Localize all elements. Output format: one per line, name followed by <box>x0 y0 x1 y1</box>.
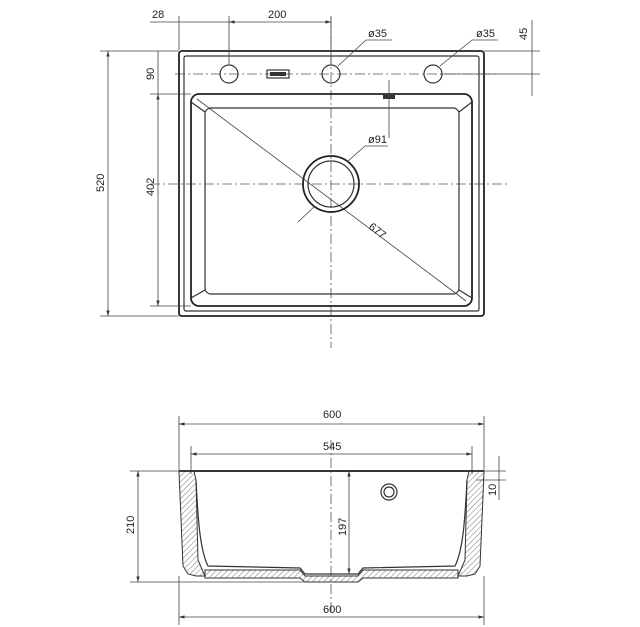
overflow-slot <box>266 69 290 79</box>
top-width-label: 600 <box>323 409 341 421</box>
right-wall-section <box>457 470 485 577</box>
bowl-corner-line-br <box>458 289 473 299</box>
left-wall-section <box>178 470 206 577</box>
overall-height-label: 210 <box>125 516 137 534</box>
overflow-hole <box>380 483 398 501</box>
bottom-width-label: 600 <box>323 604 341 616</box>
right-offset-label: 45 <box>518 28 530 40</box>
diagonal-line <box>196 98 467 302</box>
hole-center-leader <box>337 39 367 67</box>
edge-offset-label: 28 <box>152 9 164 21</box>
hole-right-diameter-label: ø35 <box>476 28 495 40</box>
tap-spacing-label: 200 <box>268 9 286 21</box>
bowl-corner-line-tr <box>458 101 473 113</box>
tap-hole-center <box>321 64 341 84</box>
overall-depth-label: 520 <box>95 174 107 192</box>
tap-hole-left <box>219 64 239 84</box>
drain-inner <box>307 160 355 208</box>
bowl-inner-profile <box>194 470 469 575</box>
bowl-outline <box>190 93 473 307</box>
sink-outer-rim <box>178 50 485 317</box>
hole-right-leader <box>439 39 473 67</box>
drain-outer <box>302 155 360 213</box>
rim-thickness-label: 10 <box>487 484 499 496</box>
bowl-corner-line-tl <box>190 101 206 113</box>
top-view: 677 ø91 28 200 ø35 ø35 45 <box>95 9 540 348</box>
overflow-slot-fill <box>270 72 286 76</box>
bowl-depth-label: 402 <box>145 178 157 196</box>
bottom-section <box>204 569 459 583</box>
bowl-inner-outline <box>204 107 460 295</box>
bowl-height-label: 197 <box>337 518 349 536</box>
sink-inner-rim <box>183 55 480 312</box>
drain-leader-2 <box>297 205 316 223</box>
bowl-corner-line-bl <box>190 289 206 299</box>
hole-center-diameter-label: ø35 <box>368 28 387 40</box>
bowl-width-label: 545 <box>323 441 341 453</box>
diagonal-label: 677 <box>366 221 388 242</box>
drain-leader <box>346 145 366 163</box>
overflow-hole-inner <box>383 486 395 498</box>
side-view: 600 545 210 197 10 600 <box>125 409 506 625</box>
drain-diameter-label: ø91 <box>368 134 387 146</box>
rim-depth-label: 90 <box>145 68 157 80</box>
